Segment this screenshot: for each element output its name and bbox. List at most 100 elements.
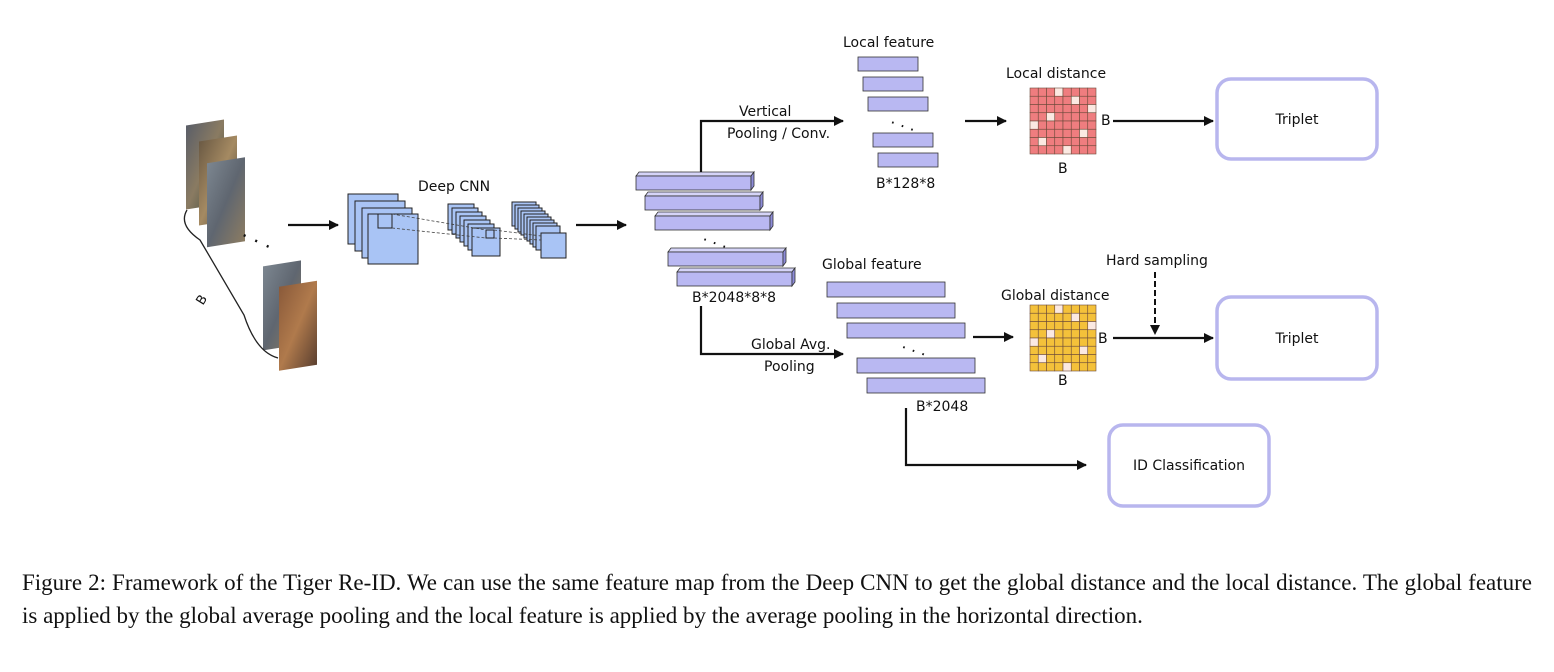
- global-distance-cell: [1062, 354, 1072, 364]
- global-distance-cell: [1087, 304, 1097, 314]
- local-distance-cell: [1046, 145, 1056, 155]
- global-distance-cell: [1062, 345, 1072, 355]
- local-distance-cell: [1087, 120, 1097, 130]
- cnn-layer-3: [511, 201, 567, 259]
- local-distance-cell: [1046, 95, 1056, 105]
- global-distance-cell: [1079, 354, 1089, 364]
- local-distance-cell: [1037, 112, 1047, 122]
- local-distance-cell: [1046, 137, 1056, 147]
- feature-map-stack: [635, 170, 796, 288]
- global-distance-cell: [1046, 345, 1056, 355]
- local-distance-cell: [1054, 120, 1064, 130]
- global-feature-bar: [826, 281, 946, 298]
- local-distance-cell: [1054, 137, 1064, 147]
- global-distance-cell: [1079, 329, 1089, 339]
- global-distance-matrix: [1029, 304, 1097, 372]
- local-feature-label: Local feature: [843, 35, 934, 51]
- global-distance-cell: [1070, 304, 1080, 314]
- local-distance-label: Local distance: [1006, 66, 1106, 82]
- global-distance-cell: [1029, 362, 1039, 372]
- local-distance-cell: [1029, 128, 1039, 138]
- local-distance-cell: [1037, 104, 1047, 114]
- global-distance-cell: [1087, 345, 1097, 355]
- local-distance-cell: [1070, 87, 1080, 97]
- id-classification-box: [1107, 423, 1271, 508]
- global-distance-cell: [1062, 329, 1072, 339]
- global-distance-cell: [1037, 337, 1047, 347]
- local-feature-stack: [857, 56, 939, 168]
- feature-map-bar: [667, 246, 787, 268]
- global-distance-cell: [1037, 354, 1047, 364]
- local-distance-cell: [1062, 137, 1072, 147]
- local-distance-cell: [1029, 104, 1039, 114]
- tiger-image: [207, 157, 245, 248]
- local-distance-cell: [1087, 112, 1097, 122]
- local-feature-bar: [867, 96, 929, 112]
- global-distance-cell: [1037, 345, 1047, 355]
- feature-map-shape: B*2048*8*8: [692, 290, 776, 306]
- local-distance-cell: [1046, 112, 1056, 122]
- global-distance-cell: [1046, 354, 1056, 364]
- global-distance-cell: [1079, 362, 1089, 372]
- global-distance-cell: [1062, 312, 1072, 322]
- deep-cnn-label: Deep CNN: [418, 179, 490, 195]
- triplet-bottom-label: Triplet: [1274, 331, 1319, 347]
- tiger-image: [279, 280, 317, 371]
- global-distance-cell: [1087, 362, 1097, 372]
- cnn-layer-2: [447, 203, 501, 257]
- global-feature-label: Global feature: [822, 257, 922, 273]
- local-distance-cell: [1062, 95, 1072, 105]
- global-feature-bar: [836, 302, 956, 319]
- global-feature-shape: B*2048: [916, 399, 968, 415]
- global-distance-cell: [1029, 354, 1039, 364]
- triplet-top-label: Triplet: [1274, 112, 1319, 128]
- global-distance-cell: [1070, 329, 1080, 339]
- global-distance-cell: [1054, 354, 1064, 364]
- input-image-batch: . . .: [186, 119, 317, 371]
- local-distance-cell: [1029, 137, 1039, 147]
- arrow-global-pooling: [699, 306, 844, 359]
- triplet-loss-box-bottom: [1215, 295, 1379, 381]
- global-feature-stack: [826, 281, 986, 394]
- global-distance-cell: [1087, 321, 1097, 331]
- global-distance-cell: [1029, 304, 1039, 314]
- local-distance-cell: [1054, 104, 1064, 114]
- local-distance-cell: [1029, 145, 1039, 155]
- global-distance-cell: [1046, 304, 1056, 314]
- global-distance-cell: [1062, 362, 1072, 372]
- global-distance-cell: [1079, 321, 1089, 331]
- global-distance-cell: [1062, 321, 1072, 331]
- global-distance-cell: [1029, 321, 1039, 331]
- local-feature-bar: [857, 56, 919, 72]
- global-distance-cell: [1079, 345, 1089, 355]
- feature-map-bar: [635, 170, 755, 192]
- batch-brace: [183, 209, 279, 359]
- global-distance-cell: [1087, 354, 1097, 364]
- local-matrix-row-label: B: [1101, 113, 1111, 129]
- local-feature-bar: [862, 76, 924, 92]
- global-feature-bar: [846, 322, 966, 339]
- local-distance-cell: [1070, 104, 1080, 114]
- global-distance-cell: [1054, 345, 1064, 355]
- global-distance-cell: [1029, 345, 1039, 355]
- local-distance-cell: [1054, 112, 1064, 122]
- local-distance-matrix: [1029, 87, 1097, 155]
- feature-map-bar: [644, 190, 764, 212]
- global-distance-cell: [1070, 312, 1080, 322]
- global-matrix-row-label: B: [1098, 331, 1108, 347]
- triplet-loss-box-top: [1215, 77, 1379, 161]
- local-distance-cell: [1079, 112, 1089, 122]
- local-distance-cell: [1029, 120, 1039, 130]
- global-distance-cell: [1046, 321, 1056, 331]
- local-feature-ellipsis: . . .: [889, 109, 919, 136]
- local-distance-cell: [1079, 137, 1089, 147]
- global-distance-cell: [1037, 362, 1047, 372]
- global-distance-label: Global distance: [1001, 288, 1109, 304]
- local-distance-cell: [1070, 112, 1080, 122]
- local-distance-cell: [1037, 128, 1047, 138]
- local-distance-cell: [1070, 95, 1080, 105]
- local-distance-cell: [1029, 112, 1039, 122]
- global-distance-cell: [1062, 304, 1072, 314]
- batch-label: B: [194, 292, 211, 308]
- global-distance-cell: [1037, 312, 1047, 322]
